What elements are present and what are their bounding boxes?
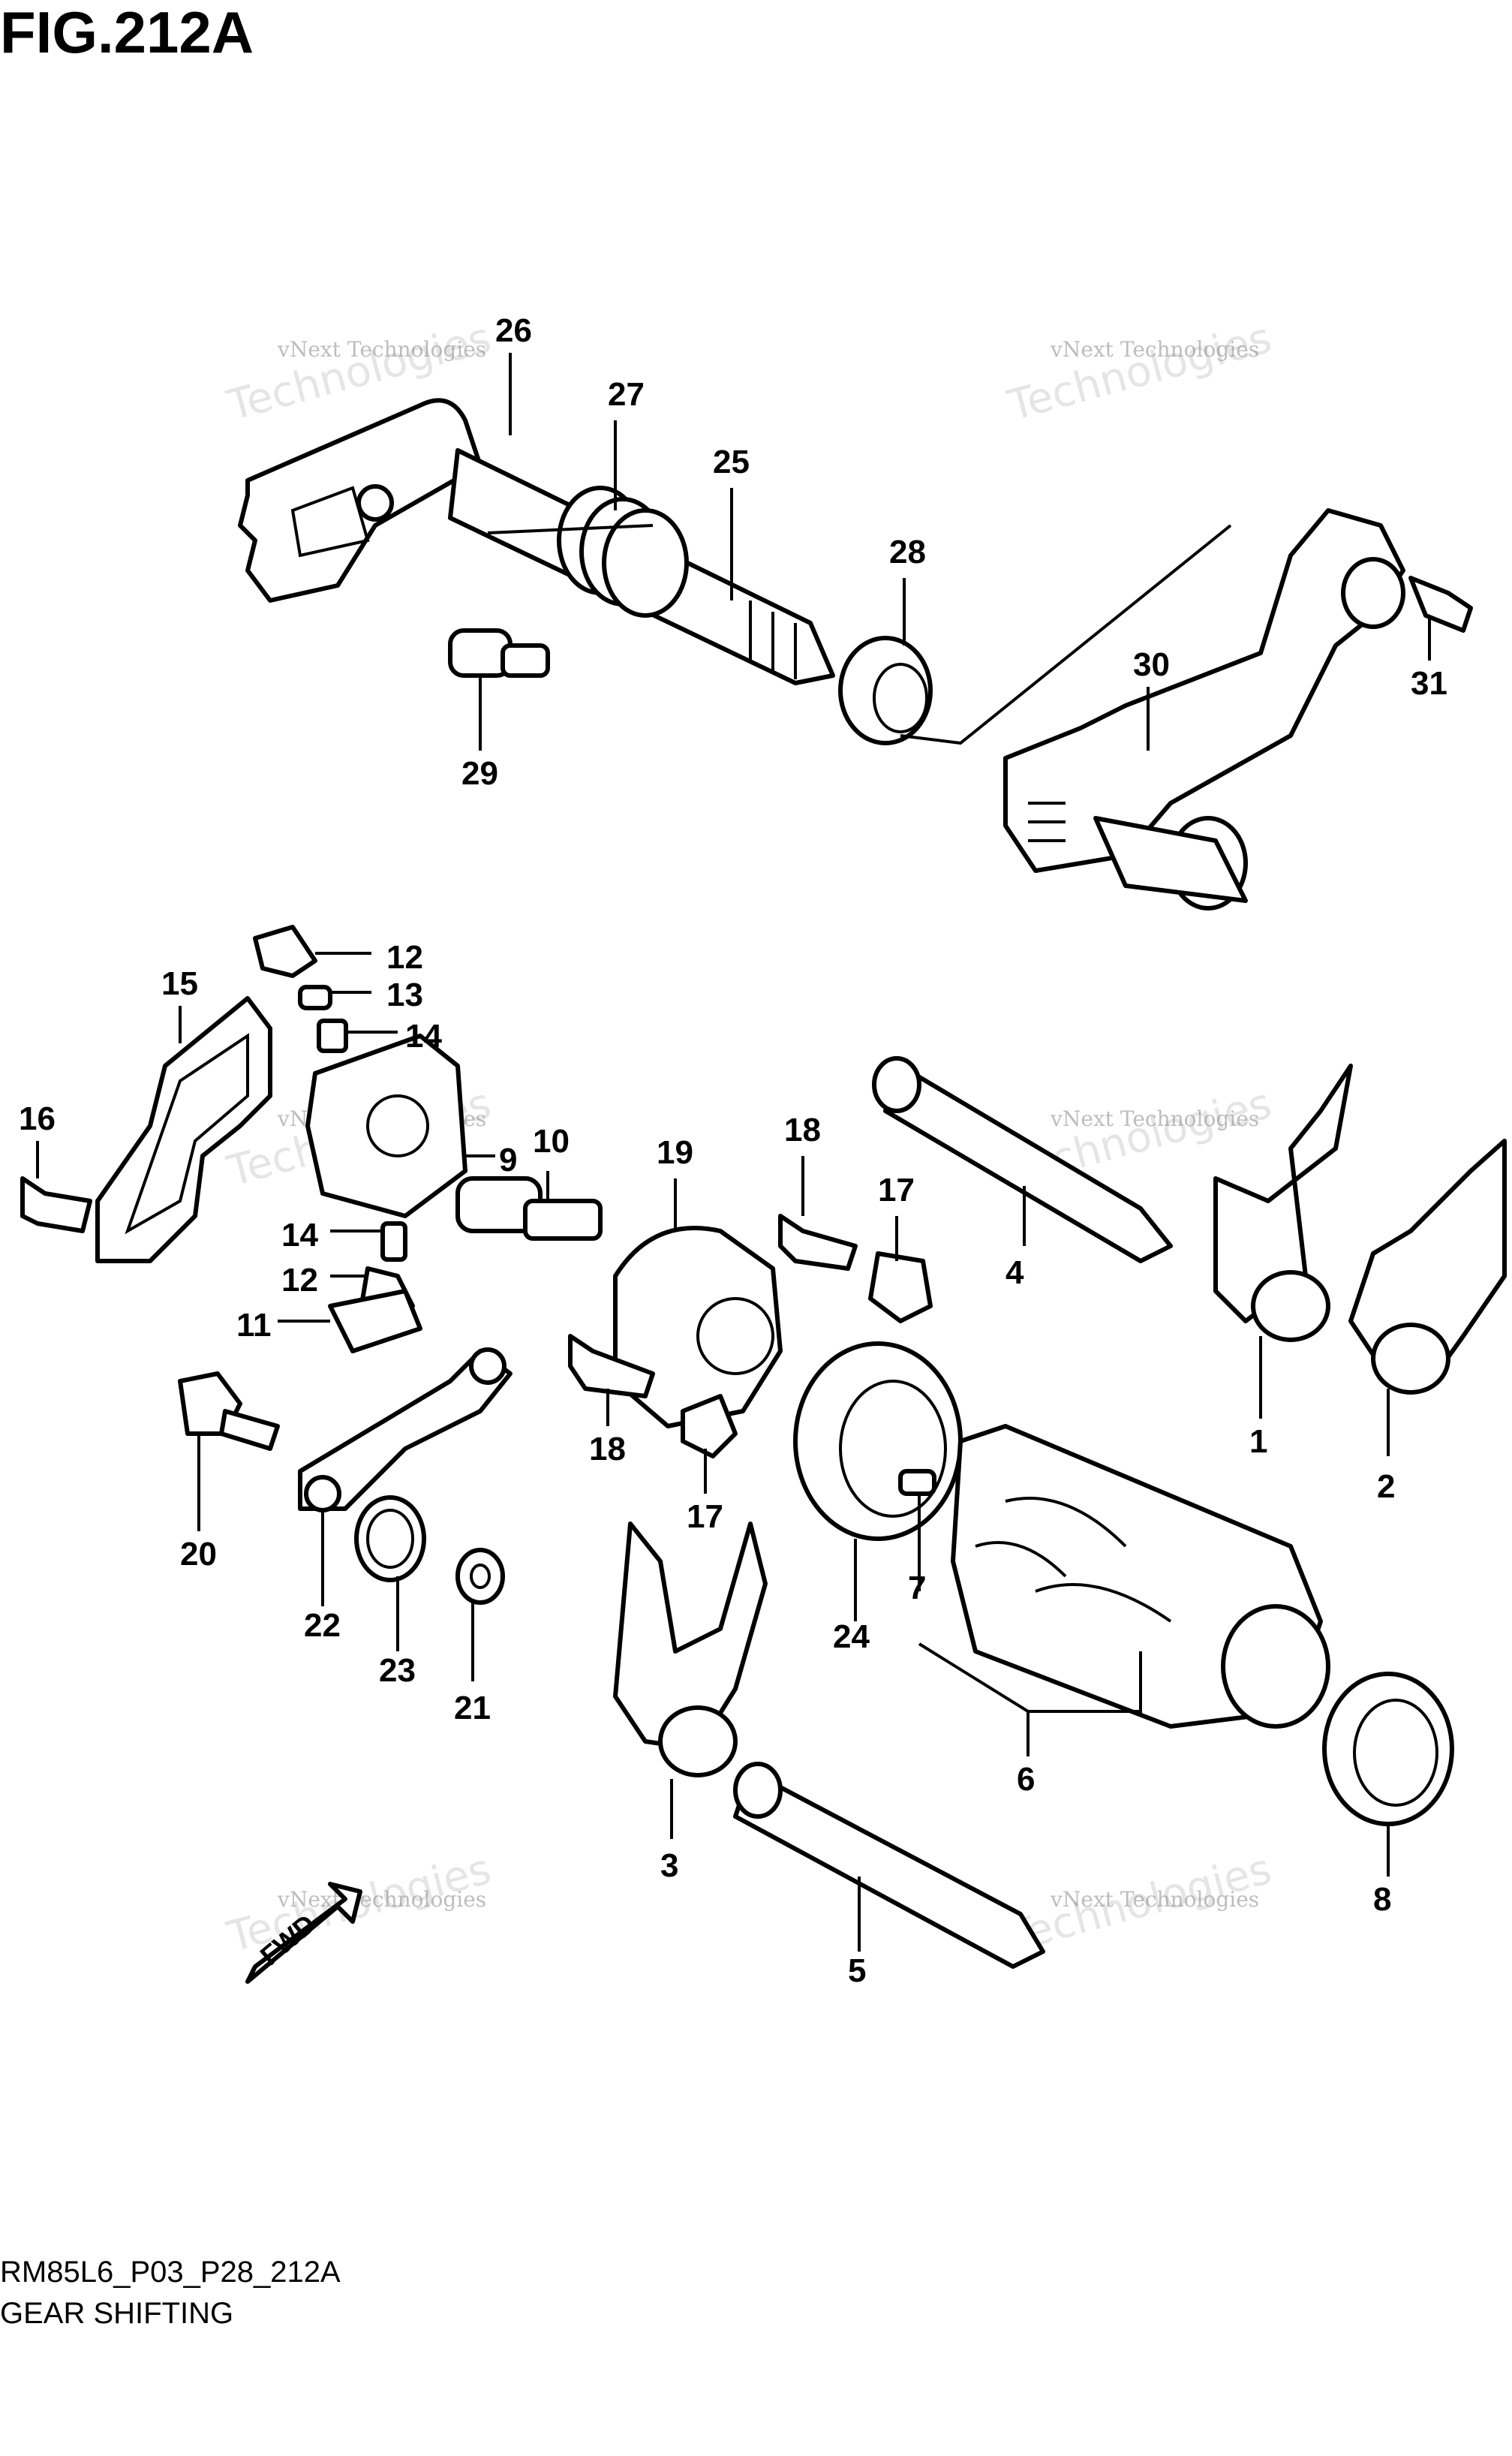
part-17-plate-top [868,1251,933,1323]
part-31-lever-bolt [1408,576,1473,633]
part-27-return-spring [487,486,689,618]
callout-17-bottom: 17 [687,1498,723,1535]
part-15-stopper-plate [95,996,272,1263]
watermark-large-text: Technologies [1002,314,1276,431]
callout-12-bottom: 12 [281,1262,318,1299]
watermark-small-text: vNext Technologies [1050,337,1259,362]
part-12-stopper-top [253,925,317,978]
part-18-bolt-top [778,1214,858,1271]
part-20-bolt [178,1371,280,1451]
callout-13: 13 [386,977,423,1013]
part-10-bolt [455,1176,603,1241]
callout-19: 19 [657,1134,693,1171]
part-11-stopper-base [328,1289,422,1353]
callout-12-top: 12 [386,939,423,976]
part-14-spring-bottom [380,1221,407,1262]
part-23-spring [354,1495,426,1582]
callout-7: 7 [908,1570,926,1606]
part-6-gear-shift-drum [951,1424,1330,1729]
callout-18-bottom: 18 [589,1431,626,1467]
figure-title: FIG.212A [0,0,254,65]
part-26-shift-arm [238,398,482,603]
part-9-cam-stopper [305,1034,467,1218]
callout-14-top: 14 [405,1018,442,1055]
callout-26: 26 [495,312,532,349]
part-24-bearing [793,1341,963,1541]
watermark-small-text: vNext Technologies [277,1887,486,1912]
part-13-pin [298,985,332,1010]
watermark-small-text: vNext Technologies [1050,1887,1259,1912]
callout-4: 4 [1005,1254,1024,1291]
callout-14-bottom: 14 [281,1217,318,1254]
callout-6: 6 [1017,1761,1035,1798]
callout-25: 25 [713,444,750,480]
part-14-spring-top [317,1019,348,1053]
part-7-pin [898,1469,936,1496]
callout-11: 11 [236,1307,272,1344]
part-29-shaft-bolt [448,628,550,678]
callout-20: 20 [180,1536,217,1573]
callout-30: 30 [1133,646,1170,683]
part-1-shift-fork [1213,1064,1353,1342]
part-4-fork-shaft-upper [872,1056,1173,1263]
callout-22: 22 [304,1607,341,1644]
callout-21: 21 [454,1690,491,1726]
callout-27: 27 [608,376,645,413]
part-17-plate-bottom [681,1394,738,1458]
callout-18-top: 18 [784,1112,821,1148]
part-16-screw [20,1176,92,1233]
part-3-shift-fork [613,1521,768,1777]
part-30-gear-shift-lever [1003,508,1405,910]
callout-23: 23 [379,1652,416,1689]
callout-28: 28 [889,534,926,570]
callout-3: 3 [660,1847,678,1884]
callout-9: 9 [499,1142,517,1178]
callout-16: 16 [19,1100,56,1137]
callout-29: 29 [461,755,498,792]
leader-lines [36,353,1431,1952]
callout-labels: 26 27 25 28 29 30 31 12 13 14 15 16 9 10… [19,312,1447,1989]
figure-name: GEAR SHIFTING [0,2297,233,2330]
part-5-fork-shaft-lower [733,1762,1045,1969]
shaft-to-lever-line [900,524,1232,745]
part-8-needle-bearing [1322,1672,1454,1826]
watermark-bottom-right: Technologies vNext Technologies [1002,1845,1276,1962]
callout-8: 8 [1373,1881,1391,1918]
part-28-oil-seal [838,636,933,745]
callout-17-top: 17 [878,1172,915,1208]
watermark-top-right: Technologies vNext Technologies [1002,314,1276,431]
callout-2: 2 [1377,1468,1395,1505]
part-18-bolt-bottom [568,1334,655,1398]
part-19-cam [613,1226,783,1428]
watermark-small-text: vNext Technologies [1050,1106,1259,1131]
callout-31: 31 [1411,665,1447,702]
part-2-shift-fork [1348,1139,1507,1395]
watermark-small-text: vNext Technologies [277,337,486,362]
callout-5: 5 [848,1952,866,1989]
callout-1: 1 [1249,1423,1267,1460]
part-21-washer [455,1548,505,1605]
figure-code: RM85L6_P03_P28_212A [0,2256,341,2289]
callout-15: 15 [161,965,198,1002]
callout-24: 24 [833,1618,870,1655]
part-22-shift-pawl [298,1347,513,1512]
callout-10: 10 [533,1123,570,1160]
